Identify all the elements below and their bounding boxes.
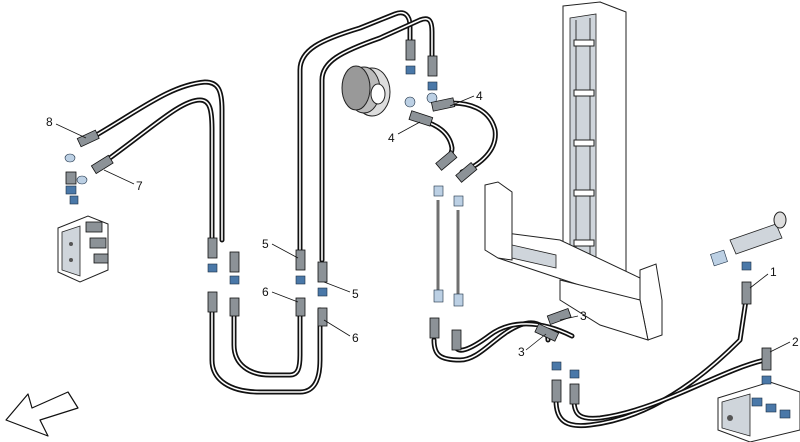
pulley-icon (341, 65, 391, 117)
callout-6-right: 6 (352, 331, 359, 345)
mast-frame-icon (484, 1, 663, 341)
direction-arrow-icon (5, 391, 79, 437)
valve-block-icon (57, 171, 109, 283)
filter-icon (710, 211, 787, 267)
callout-4-upper: 4 (476, 89, 483, 103)
rigid-tubes (436, 200, 460, 295)
callout-labels: 8 7 5 6 5 6 4 4 1 2 3 3 (46, 89, 799, 359)
callout-2: 2 (792, 335, 799, 349)
hose-lines (85, 10, 768, 429)
callout-1: 1 (770, 265, 777, 279)
callout-leaders (55, 95, 791, 353)
control-valve-icon (717, 381, 800, 442)
callout-7: 7 (136, 179, 143, 193)
callout-8: 8 (46, 115, 53, 129)
callout-5-left: 5 (262, 237, 269, 251)
callout-6-left: 6 (262, 285, 269, 299)
callout-5-right: 5 (352, 287, 359, 301)
callout-3-upper: 3 (580, 309, 587, 323)
callout-4-lower: 4 (388, 131, 395, 145)
callout-3-lower: 3 (518, 345, 525, 359)
hose-fittings (64, 39, 772, 405)
